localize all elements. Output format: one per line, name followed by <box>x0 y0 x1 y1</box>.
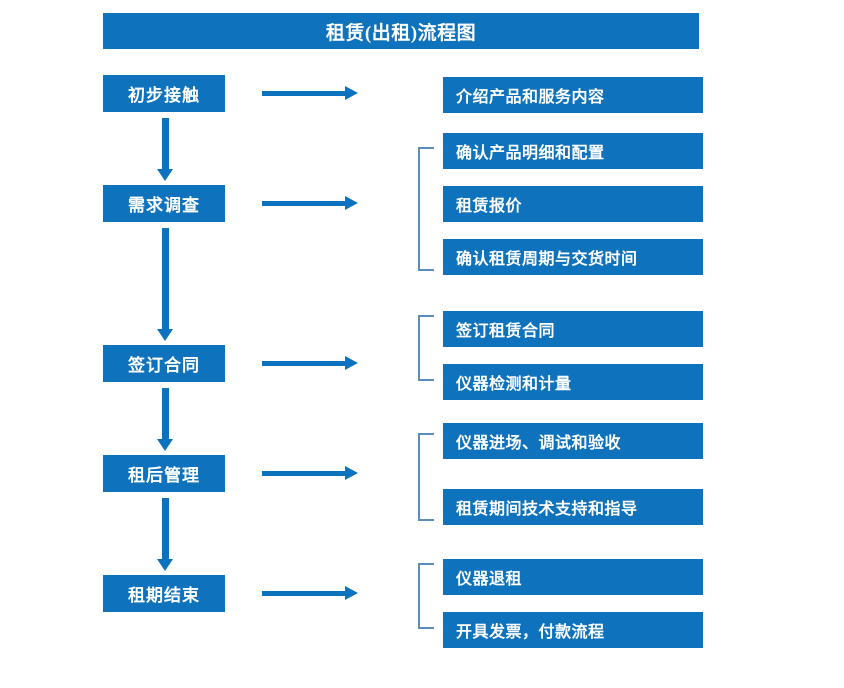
group-bracket-2 <box>418 315 434 381</box>
detail-box-8[interactable]: 租赁期间技术支持和指导 <box>443 489 703 525</box>
vertical-arrow-3 <box>157 388 173 451</box>
detail-box-3[interactable]: 租赁报价 <box>443 186 703 222</box>
horizontal-arrow-3 <box>262 356 358 370</box>
group-bracket-1 <box>418 147 434 271</box>
horizontal-arrow-1 <box>262 86 358 100</box>
vertical-arrow-1 <box>157 118 173 181</box>
stage-box-3[interactable]: 签订合同 <box>103 345 225 382</box>
detail-box-1[interactable]: 介绍产品和服务内容 <box>443 77 703 113</box>
horizontal-arrow-4 <box>262 466 358 480</box>
horizontal-arrow-5 <box>262 586 358 600</box>
vertical-arrow-2 <box>157 228 173 341</box>
group-bracket-3 <box>418 433 434 521</box>
horizontal-arrow-2 <box>262 196 358 210</box>
stage-box-5[interactable]: 租期结束 <box>103 575 225 612</box>
detail-box-10[interactable]: 开具发票，付款流程 <box>443 612 703 648</box>
chart-title: 租赁(出租)流程图 <box>103 13 699 49</box>
stage-box-1[interactable]: 初步接触 <box>103 75 225 112</box>
detail-box-6[interactable]: 仪器检测和计量 <box>443 364 703 400</box>
vertical-arrow-4 <box>157 498 173 571</box>
stage-box-2[interactable]: 需求调查 <box>103 185 225 222</box>
group-bracket-4 <box>418 563 434 629</box>
detail-box-7[interactable]: 仪器进场、调试和验收 <box>443 423 703 459</box>
stage-box-4[interactable]: 租后管理 <box>103 455 225 492</box>
detail-box-4[interactable]: 确认租赁周期与交货时间 <box>443 239 703 275</box>
detail-box-9[interactable]: 仪器退租 <box>443 559 703 595</box>
detail-box-5[interactable]: 签订租赁合同 <box>443 311 703 347</box>
detail-box-2[interactable]: 确认产品明细和配置 <box>443 133 703 169</box>
